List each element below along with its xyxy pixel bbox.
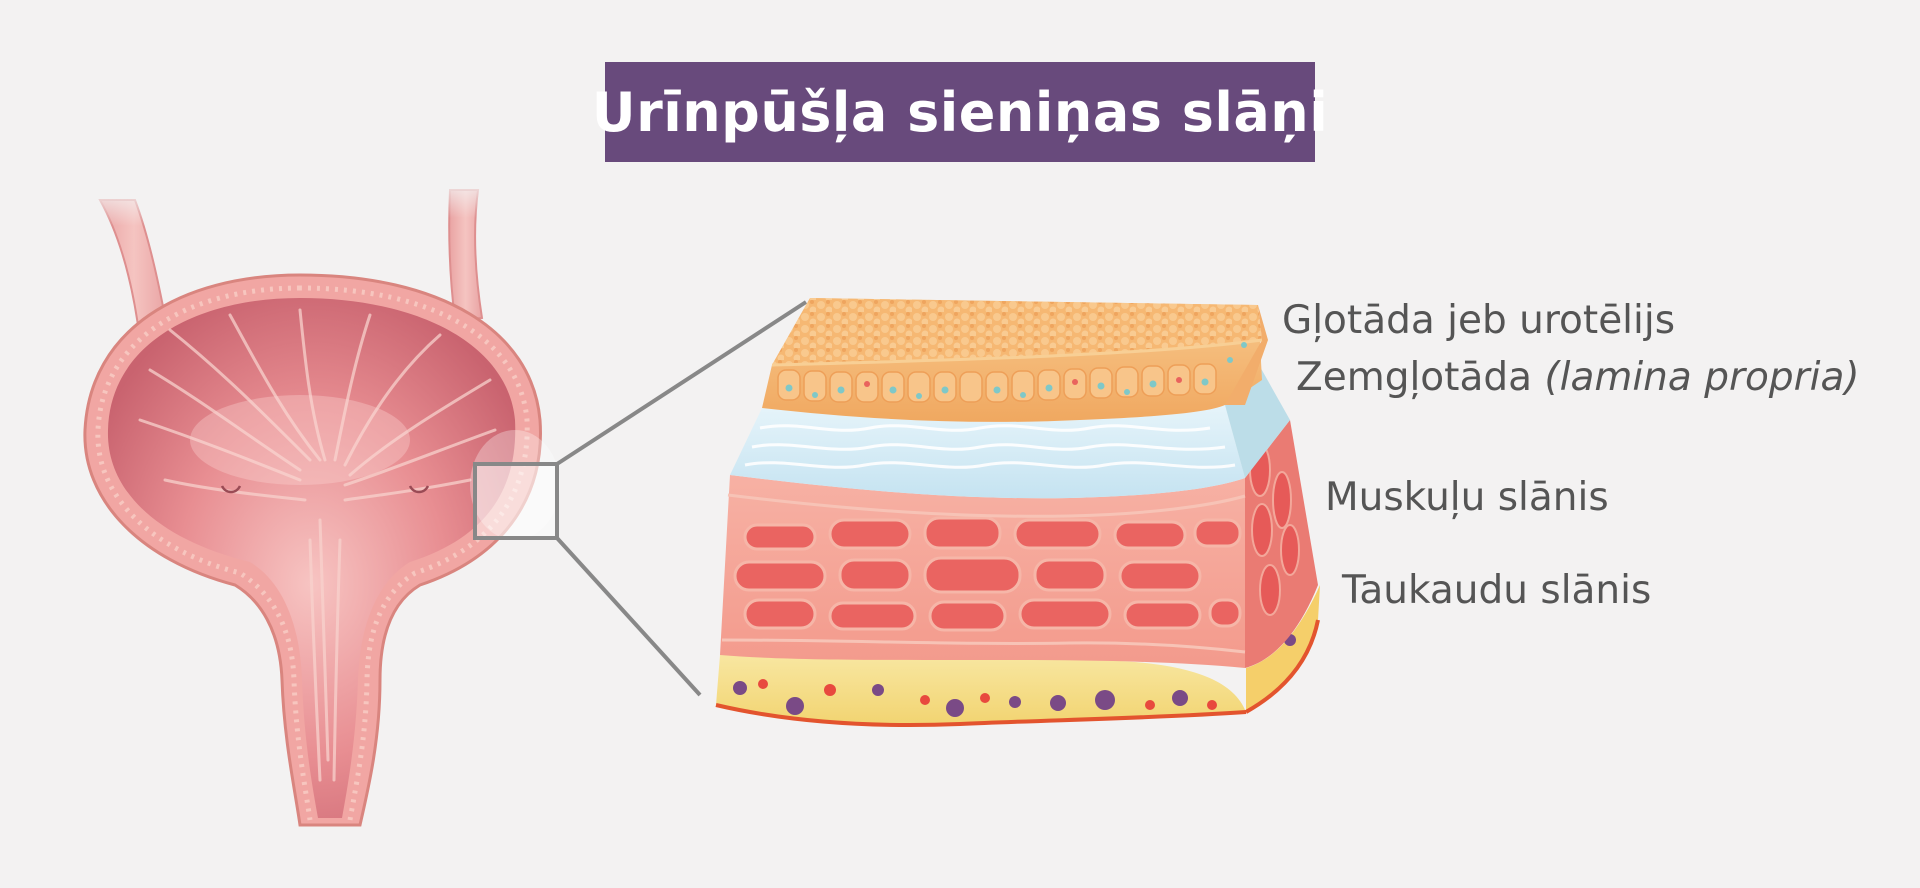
label-submucosa: Zemgļotāda (lamina propria) [1296, 355, 1860, 400]
label-mucosa-text: Gļotāda jeb urotēlijs [1282, 298, 1676, 343]
magnifier-box-icon [473, 300, 808, 697]
urothelium-cells [777, 342, 1247, 403]
muscle-cells [733, 516, 1242, 632]
fat-cells [733, 634, 1296, 717]
bladder-illustration [83, 178, 560, 827]
tissue-block-illustration [715, 298, 1320, 728]
label-muscle: Muskuļu slānis [1325, 475, 1609, 520]
page-title: Urīnpūšļa sieniņas slāņi [591, 80, 1329, 144]
label-submucosa-italic: (lamina propria) [1544, 355, 1860, 400]
label-fat-text: Taukaudu slānis [1342, 568, 1652, 613]
title-banner: Urīnpūšļa sieniņas slāņi [592, 62, 1328, 162]
label-muscle-text: Muskuļu slānis [1325, 475, 1609, 520]
label-mucosa: Gļotāda jeb urotēlijs [1282, 298, 1675, 343]
label-submucosa-text: Zemgļotāda [1296, 355, 1545, 400]
label-fat: Taukaudu slānis [1342, 568, 1651, 613]
